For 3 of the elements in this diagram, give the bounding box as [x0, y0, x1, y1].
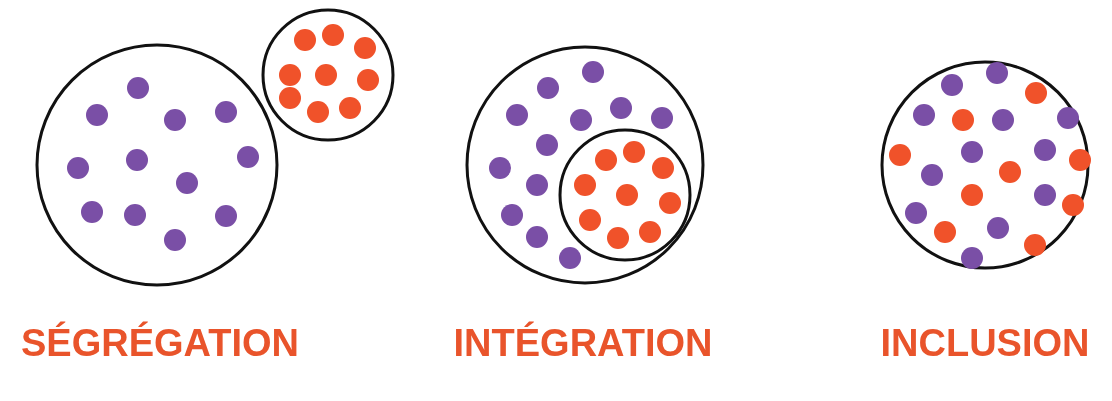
caption-text: SÉGRÉGATION — [20, 322, 300, 365]
caption-text: INTÉGRATION — [452, 322, 714, 365]
caption-text: INCLUSION — [879, 322, 1091, 365]
